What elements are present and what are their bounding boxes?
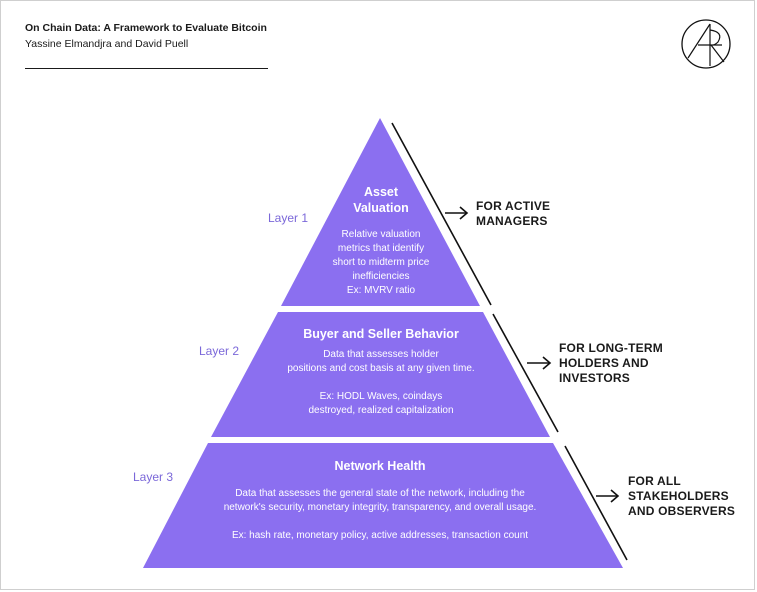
layer-3-description: Relative valuation metrics that identify…: [332, 229, 430, 296]
layer-2-description: Data that assesses holder positions and …: [287, 349, 475, 416]
pyramid-layer-3: [281, 118, 480, 306]
pyramid-layer-2: [211, 312, 550, 437]
layer-3-arrow-head: [459, 206, 469, 220]
header-divider: [25, 68, 268, 69]
layer-1-title: Network Health: [334, 459, 426, 473]
layer-2-title: Buyer and Seller Behavior: [303, 327, 459, 341]
layer-1-audience: FOR ALL STAKEHOLDERS AND OBSERVERS: [628, 474, 736, 518]
layer-2-arrow-head: [542, 356, 552, 370]
layer-3-audience: FOR ACTIVE MANAGERS: [476, 199, 551, 228]
layer-2-audience: FOR LONG-TERM HOLDERS AND INVESTORS: [559, 341, 663, 385]
layer-3-label: Layer 1: [268, 211, 309, 225]
layer-3-title: Asset Valuation: [353, 185, 409, 215]
page-authors: Yassine Elmandjra and David Puell: [25, 38, 189, 50]
layer-1-description: Data that assesses the general state of …: [223, 488, 537, 541]
layer-2-label: Layer 2: [199, 344, 240, 358]
layer-3-side-line: [391, 122, 492, 306]
layer-1-label: Layer 3: [133, 470, 174, 484]
page-title: On Chain Data: A Framework to Evaluate B…: [25, 22, 267, 34]
layer-1-arrow-head: [610, 489, 620, 503]
ark-invest-logo-icon: [681, 19, 731, 69]
layer-1-side-line: [564, 445, 628, 561]
pyramid-layer-1: [143, 443, 623, 568]
layer-2-side-line: [492, 313, 559, 433]
